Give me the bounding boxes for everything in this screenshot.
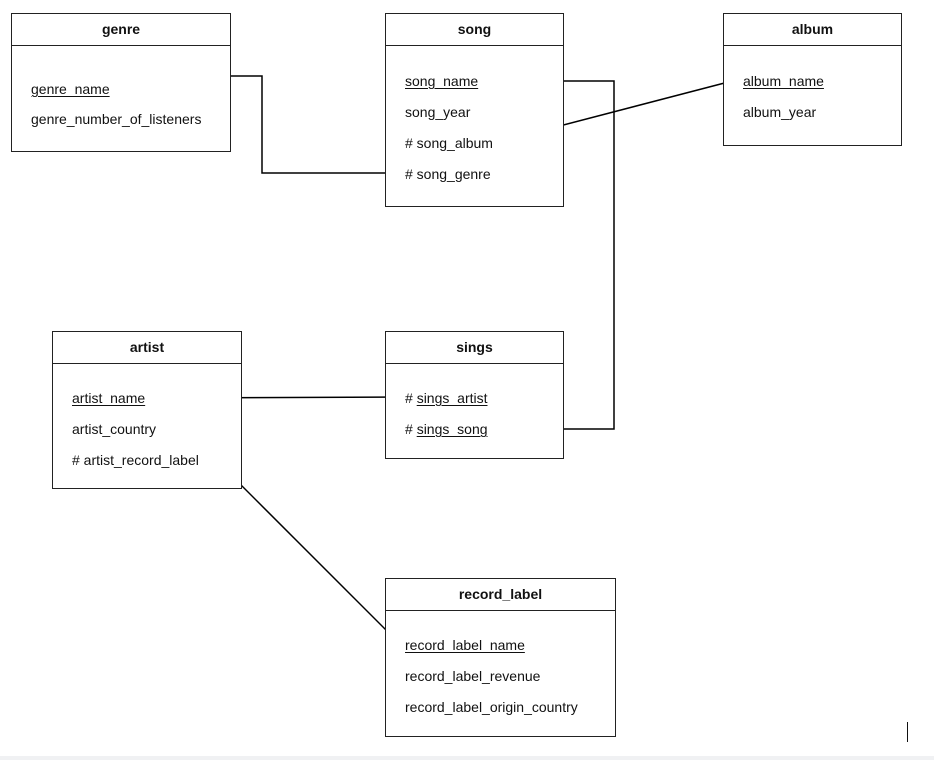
entity-record-label[interactable]: record_label record_label_name record_la… — [385, 578, 616, 737]
attr-album-name: album_name — [743, 73, 824, 89]
attr-genre-name: genre_name — [31, 81, 110, 97]
attr-genre-number-of-listeners: genre_number_of_listeners — [31, 111, 202, 127]
attr-artist-name: artist_name — [72, 390, 146, 406]
attr-song-genre: # song_genre — [405, 166, 491, 182]
entity-title: genre — [12, 14, 230, 46]
attr-song-name: song_name — [405, 73, 479, 89]
attr-song-album: # song_album — [405, 135, 493, 151]
entity-title: sings — [386, 332, 563, 364]
attr-record-label-name: record_label_name — [405, 637, 525, 653]
attr-record-label-revenue: record_label_revenue — [405, 668, 541, 684]
entity-title: record_label — [386, 579, 615, 611]
attr-record-label-origin-country: record_label_origin_country — [405, 699, 578, 715]
rel-artist-record-label-line — [215, 459, 401, 645]
entity-song[interactable]: song song_name song_year # song_album # … — [385, 13, 564, 207]
entity-sings[interactable]: sings # sings_artist # sings_song — [385, 331, 564, 459]
attr-song-year: song_year — [405, 104, 471, 120]
attr-artist-country: artist_country — [72, 421, 157, 437]
text-cursor — [907, 722, 908, 742]
entity-title: song — [386, 14, 563, 46]
entity-artist[interactable]: artist artist_name artist_country # arti… — [52, 331, 242, 489]
attr-artist-record-label: # artist_record_label — [72, 452, 199, 468]
bottom-strip — [0, 756, 934, 760]
entity-album[interactable]: album album_name album_year — [723, 13, 902, 146]
attr-sings-artist: # sings_artist — [405, 390, 488, 406]
attr-album-year: album_year — [743, 104, 817, 120]
entity-title: artist — [53, 332, 241, 364]
entity-genre[interactable]: genre genre_name genre_number_of_listene… — [11, 13, 231, 152]
entity-title: album — [724, 14, 901, 46]
attr-sings-song: # sings_song — [405, 421, 488, 437]
